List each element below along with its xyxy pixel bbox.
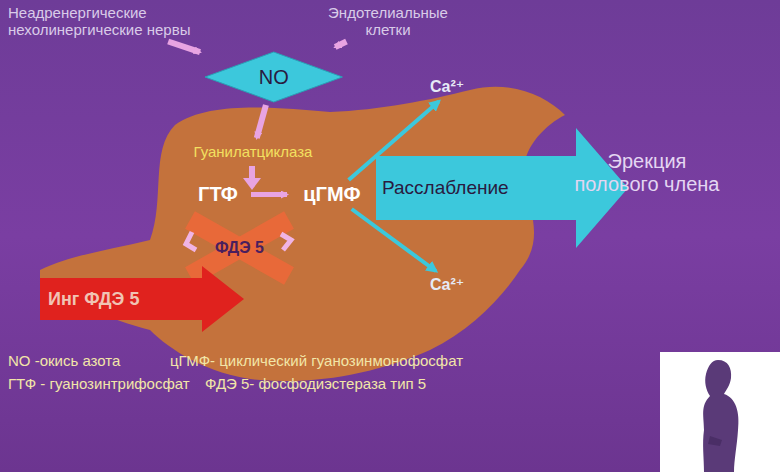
flow-arrow — [335, 42, 346, 48]
node-text: Гуанилатциклаза — [168, 143, 338, 160]
node-text: Эрекция полового члена — [572, 150, 722, 196]
product-label: цГМФ — [292, 183, 372, 206]
abbreviation-note: ГТФ - гуанозинтрифосфат — [8, 375, 190, 392]
node-text: цГМФ — [292, 183, 372, 206]
smooth-muscle-cell — [40, 87, 565, 381]
node-text: Инг ФДЭ 5 — [48, 289, 244, 310]
no-diamond: NO — [205, 52, 342, 102]
cell-label: Эндотелиальные клетки — [318, 4, 458, 39]
pde5-cross: ФДЭ 5 — [180, 212, 299, 284]
enzyme-label: Гуанилатциклаза — [168, 143, 338, 160]
node-text: ФДЭ 5 — [180, 239, 299, 257]
node-text: NO — [205, 66, 342, 89]
silhouette-panel — [660, 352, 780, 472]
abbreviation-note: ФДЭ 5- фосфодиэстераза тип 5 — [205, 375, 426, 392]
flow-arrow — [257, 105, 266, 138]
human-silhouette — [703, 360, 738, 472]
outcome-label: Эрекция полового члена — [572, 150, 722, 196]
node-text: Эндотелиальные клетки — [318, 4, 458, 39]
abbreviation-note: NO -окись азота — [8, 352, 120, 369]
abbreviation-note: цГМФ- циклический гуанозинмонофосфат — [170, 352, 463, 369]
flow-arrow — [168, 42, 200, 53]
calcium-label: Ca²⁺ — [430, 78, 480, 96]
nerve-label: Неадренергические нехолинергические нерв… — [8, 4, 208, 39]
silhouette-detail — [708, 436, 722, 446]
node-text: Неадренергические нехолинергические нерв… — [8, 4, 208, 39]
node-text: ГТФ — [188, 183, 248, 206]
node-text: Ca²⁺ — [430, 78, 480, 96]
node-text: Ca²⁺ — [430, 276, 480, 294]
arrow-head — [243, 178, 261, 190]
calcium-label: Ca²⁺ — [430, 276, 480, 294]
inhibitor-arrow: Инг ФДЭ 5 — [40, 266, 244, 332]
guanylate-cyclase-arrow — [249, 166, 255, 180]
substrate-label: ГТФ — [188, 183, 248, 206]
flow-arrow — [251, 192, 287, 197]
